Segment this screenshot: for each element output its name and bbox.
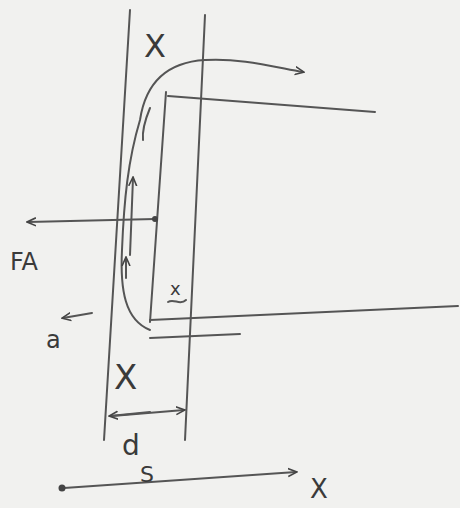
tilde xyxy=(168,300,186,302)
field-mark: X xyxy=(114,360,137,394)
width-label: d xyxy=(122,432,140,460)
rod xyxy=(150,92,166,322)
force-point xyxy=(152,216,158,222)
plate-right xyxy=(185,15,205,440)
current-curve xyxy=(143,108,150,140)
origin xyxy=(59,485,66,492)
x-axis xyxy=(64,472,296,488)
acceleration-label: a xyxy=(46,328,61,352)
width-label: S xyxy=(140,464,154,486)
current-arrow xyxy=(130,178,133,255)
width-arrow xyxy=(110,412,150,416)
field-mark: X xyxy=(144,30,166,62)
rail-bottom xyxy=(150,306,458,320)
current-arrow xyxy=(125,258,127,278)
rail-stub xyxy=(150,334,240,338)
rail-top xyxy=(168,96,375,112)
force-arrow xyxy=(28,219,155,222)
distance-label: x xyxy=(170,280,181,298)
force-label: FA xyxy=(10,250,38,274)
current-path xyxy=(122,60,303,330)
acceleration-arrow xyxy=(63,313,92,318)
axis-label: X xyxy=(310,476,328,502)
